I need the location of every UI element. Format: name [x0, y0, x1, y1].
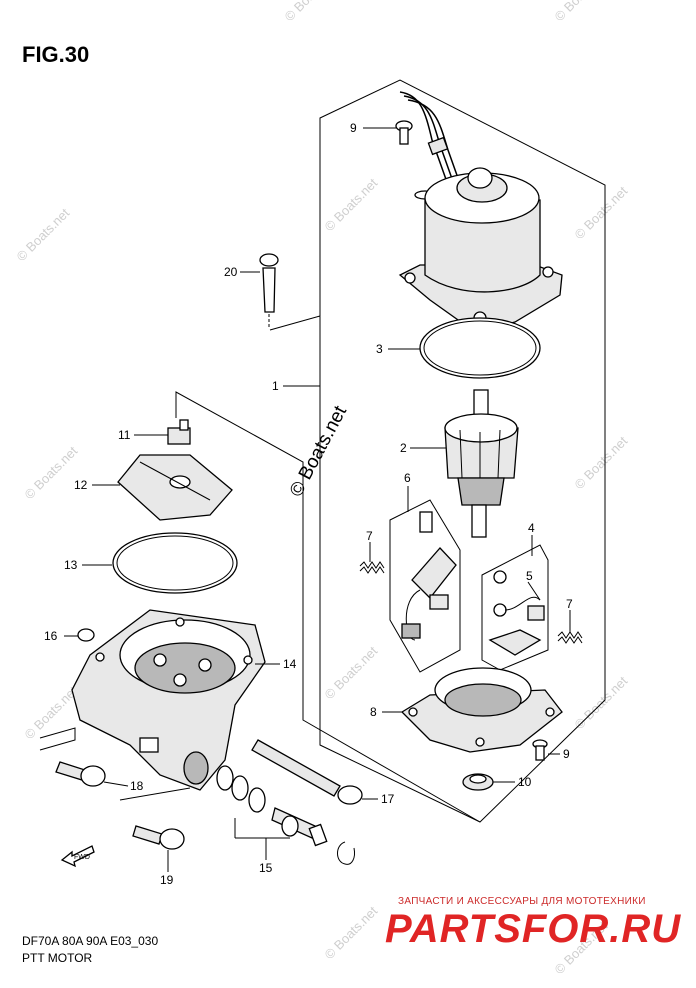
watermark: © Boats.net [322, 175, 381, 234]
fitting-11 [167, 419, 191, 445]
fwd-arrow-icon: FWD [60, 845, 95, 868]
callout-14: 14 [283, 657, 297, 671]
model-code: DF70A 80A 90A E03_030 [22, 934, 159, 948]
left-group-outline [175, 391, 481, 823]
callout-7b: 7 [566, 597, 573, 611]
callout-9b: 9 [563, 747, 570, 761]
callout-8: 8 [370, 705, 377, 719]
svg-text:FWD: FWD [74, 854, 90, 861]
callout-18: 18 [130, 779, 144, 793]
callout-7a: 7 [366, 529, 373, 543]
callout-labels: 1 2 3 4 5 6 7 7 8 9 9 10 11 12 13 14 15 … [44, 121, 573, 887]
bolt-20 [259, 253, 279, 328]
callout-19: 19 [160, 873, 174, 887]
watermark: © Boats.net [552, 0, 611, 24]
watermark: © Boats.net [322, 903, 381, 962]
callout-2: 2 [400, 441, 407, 455]
promo-tagline: ЗАПЧАСТИ И АКСЕССУАРЫ ДЛЯ МОТОТЕХНИКИ [398, 896, 646, 907]
bolt-17 [251, 739, 363, 805]
cover-plate-12 [117, 454, 233, 521]
armature [444, 389, 519, 538]
watermark: © Boats.net [22, 683, 81, 742]
figure-title: FIG.30 [22, 42, 90, 67]
o-ring-16 [77, 628, 95, 642]
o-ring-13 [112, 532, 238, 594]
watermark: © Boats.net [572, 183, 631, 242]
brand-logo[interactable]: PARTSFOR.RU [385, 907, 682, 951]
callout-5: 5 [526, 569, 533, 583]
bracket-8 [400, 667, 563, 753]
callout-16: 16 [44, 629, 58, 643]
watermark: © Boats.net [322, 643, 381, 702]
motor-yoke [398, 167, 563, 333]
leader-lines [64, 127, 571, 872]
callout-12: 12 [74, 478, 88, 492]
bolt-18 [39, 727, 106, 787]
callout-1: 1 [272, 379, 279, 393]
screw-9-bottom [532, 739, 548, 761]
callout-6: 6 [404, 471, 411, 485]
watermark: © Boats.net [22, 443, 81, 502]
figure-caption: PTT MOTOR [22, 951, 93, 965]
valve-assembly-15 [216, 765, 355, 865]
watermark: © Boats.net [14, 205, 73, 264]
housing-14 [71, 609, 266, 791]
bolt-19 [119, 787, 191, 850]
callout-3: 3 [376, 342, 383, 356]
watermark: © Boats.net [572, 673, 631, 732]
callout-13: 13 [64, 558, 78, 572]
callout-11: 11 [118, 428, 131, 442]
watermark: © Boats.net [282, 0, 341, 24]
callout-15: 15 [259, 861, 273, 875]
callout-10: 10 [518, 775, 532, 789]
motor-wires [399, 91, 465, 196]
callout-17: 17 [381, 792, 395, 806]
assembly-outline [269, 79, 606, 823]
brush-holder-6 [389, 499, 461, 673]
watermark-prominent: © Boats.net [286, 402, 352, 500]
callout-4: 4 [528, 521, 535, 535]
brush-holder-4 [481, 544, 549, 671]
callout-20: 20 [224, 265, 238, 279]
callout-9a: 9 [350, 121, 357, 135]
screw-9-top [395, 120, 413, 145]
o-ring-3-inner [423, 320, 537, 376]
o-ring-3 [419, 317, 541, 379]
springs-7 [359, 561, 583, 644]
watermark: © Boats.net [572, 433, 631, 492]
